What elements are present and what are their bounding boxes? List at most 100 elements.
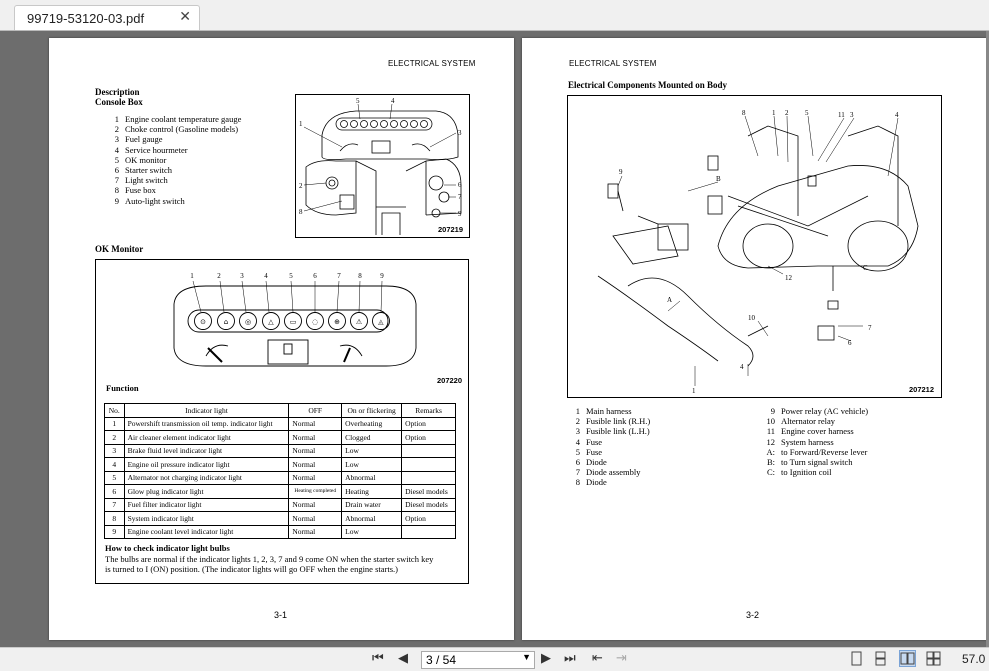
svg-text:△: △ xyxy=(268,318,274,326)
page-number-select[interactable]: 3 / 54 ▼ xyxy=(421,651,535,669)
item-label: Starter switch xyxy=(125,165,172,176)
fig2-callout-6: 6 xyxy=(313,272,317,280)
close-icon[interactable]: ✕ xyxy=(179,9,191,25)
document-tab[interactable]: 99719-53120-03.pdf ✕ xyxy=(14,5,200,31)
fig3-callout-9: 9 xyxy=(619,168,623,176)
fig3-callout-8: 8 xyxy=(742,109,746,117)
check-bulbs-heading: How to check indicator light bulbs xyxy=(105,543,230,553)
table-cell: Air cleaner element indicator light xyxy=(123,430,290,445)
column-header: OFF xyxy=(288,403,343,418)
svg-text:◬: ◬ xyxy=(378,318,384,326)
table-cell: Alternator not charging indicator light xyxy=(123,470,290,485)
item-label: Fusible link (R.H.) xyxy=(586,416,651,427)
fig2-callout-8: 8 xyxy=(358,272,362,280)
zoom-level[interactable]: 57.0 xyxy=(962,652,986,666)
svg-text:▭: ▭ xyxy=(290,318,297,326)
go-back-icon[interactable]: ⇤ xyxy=(592,651,603,666)
figure-number: 207220 xyxy=(437,376,463,385)
column-header: Remarks xyxy=(401,403,456,418)
previous-page-icon[interactable]: ◀ xyxy=(398,651,408,666)
document-viewer[interactable]: ELECTRICAL SYSTEM Description Console Bo… xyxy=(0,30,989,648)
fig1-callout-7: 7 xyxy=(458,193,462,201)
column-header: On or flickering xyxy=(341,403,403,418)
fig3-callout-2: 2 xyxy=(785,109,789,117)
next-page-icon[interactable]: ▶ xyxy=(541,651,551,666)
item-number: 5 xyxy=(575,446,580,457)
ok-monitor-heading: OK Monitor xyxy=(95,244,144,254)
document-tab-label: 99719-53120-03.pdf xyxy=(27,11,145,26)
svg-text:◌: ◌ xyxy=(312,318,318,326)
item-label: Main harness xyxy=(586,406,632,416)
item-label: Engine cover harness xyxy=(781,426,854,437)
list-item: C:to Ignition coil xyxy=(761,467,868,477)
table-cell: 2 xyxy=(104,430,125,445)
go-forward-icon[interactable]: ⇥ xyxy=(616,651,627,666)
continuous-view-icon[interactable] xyxy=(873,651,888,666)
figure-number: 207219 xyxy=(438,225,464,234)
list-item: A:to Forward/Reverse lever xyxy=(761,447,868,457)
table-cell: Engine coolant level indicator light xyxy=(123,524,290,539)
item-number: 6 xyxy=(114,165,119,176)
vertical-scrollbar[interactable] xyxy=(986,31,989,648)
table-cell: 7 xyxy=(104,497,125,512)
fig2-callout-3: 3 xyxy=(240,272,244,280)
list-item: B:to Turn signal switch xyxy=(761,457,868,467)
facing-view-icon[interactable] xyxy=(899,650,916,667)
fig1-callout-5: 5 xyxy=(356,97,360,105)
tab-bar: 99719-53120-03.pdf ✕ xyxy=(0,0,989,31)
fig3-callout-3: 3 xyxy=(850,111,854,119)
check-bulbs-text-1: The bulbs are normal if the indicator li… xyxy=(105,554,434,564)
item-label: Fuse box xyxy=(125,185,156,196)
item-number: 4 xyxy=(575,436,580,447)
item-label: Choke control (Gasoline models) xyxy=(125,124,239,135)
item-number: 1 xyxy=(114,114,119,124)
table-cell: Normal xyxy=(288,443,343,458)
facing-continuous-view-icon[interactable] xyxy=(926,651,941,666)
list-item: 6 Starter switch xyxy=(105,165,241,175)
item-number: 4 xyxy=(114,144,119,155)
components-heading: Electrical Components Mounted on Body xyxy=(568,80,728,90)
table-cell: System indicator light xyxy=(123,511,290,526)
item-number: A: xyxy=(766,446,776,457)
console-box-figure: 5 4 1 3 2 6 7 8 9 207219 xyxy=(295,94,470,238)
table-cell: Glow plug indicator light xyxy=(123,484,290,499)
single-page-view-icon[interactable] xyxy=(849,651,864,666)
fig1-callout-8: 8 xyxy=(299,208,303,216)
first-page-icon[interactable]: ⏮ xyxy=(372,651,384,666)
item-number: 3 xyxy=(114,134,119,145)
last-page-icon[interactable]: ⏭ xyxy=(564,651,576,666)
table-cell: Normal xyxy=(288,497,343,512)
item-number: 8 xyxy=(575,477,580,488)
check-bulbs-text-2: is turned to I (ON) position. (The indic… xyxy=(105,564,398,574)
table-cell: Heating completed xyxy=(288,484,343,499)
item-number: 2 xyxy=(575,416,580,427)
table-cell: Option xyxy=(401,430,456,445)
table-cell: Normal xyxy=(288,416,343,431)
table-cell: 5 xyxy=(104,470,125,485)
page-number-value: 3 / 54 xyxy=(426,653,457,667)
fig3-callout-4b: 4 xyxy=(740,363,744,371)
table-cell: 8 xyxy=(104,511,125,526)
figure-number: 207212 xyxy=(909,385,935,394)
svg-text:⚠: ⚠ xyxy=(356,318,363,326)
item-label: System harness xyxy=(781,436,834,447)
table-cell xyxy=(401,443,456,458)
chevron-down-icon[interactable]: ▼ xyxy=(522,652,531,662)
fig3-callout-1: 1 xyxy=(772,109,776,117)
fig1-callout-9: 9 xyxy=(458,210,462,218)
description-heading: Description xyxy=(95,87,140,97)
